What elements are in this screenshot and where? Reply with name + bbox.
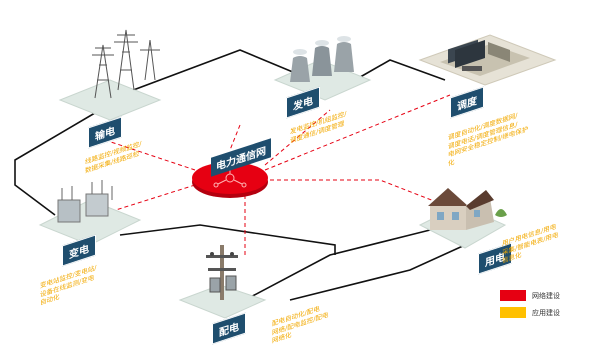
legend-item-network: 网络建设	[500, 290, 560, 301]
legend-swatch	[500, 290, 526, 301]
legend-label: 应用建设	[532, 308, 560, 317]
legend-swatch	[500, 307, 526, 318]
substation-icon	[38, 180, 142, 246]
legend-item-application: 应用建设	[500, 307, 560, 318]
network-link	[99, 184, 196, 216]
network-link	[264, 94, 451, 171]
backbone-line	[119, 49, 301, 96]
backbone-line	[119, 224, 336, 255]
house-icon	[418, 188, 507, 249]
network-link	[104, 139, 196, 171]
backbone-line	[14, 109, 101, 216]
backbone-line	[289, 244, 466, 301]
grid-backbone	[14, 49, 466, 301]
network-link	[270, 179, 471, 216]
legend-label: 网络建设	[532, 291, 560, 300]
dispatch-center-icon	[418, 34, 557, 86]
transmission-tower-icon	[58, 29, 162, 121]
network-link	[229, 124, 241, 151]
network-lines	[99, 94, 471, 255]
distribution-pole-icon	[178, 245, 267, 319]
backbone-line	[354, 59, 446, 81]
power-plant-icon	[273, 36, 372, 101]
network-link	[264, 109, 331, 166]
legend: 网络建设 应用建设	[500, 290, 560, 324]
